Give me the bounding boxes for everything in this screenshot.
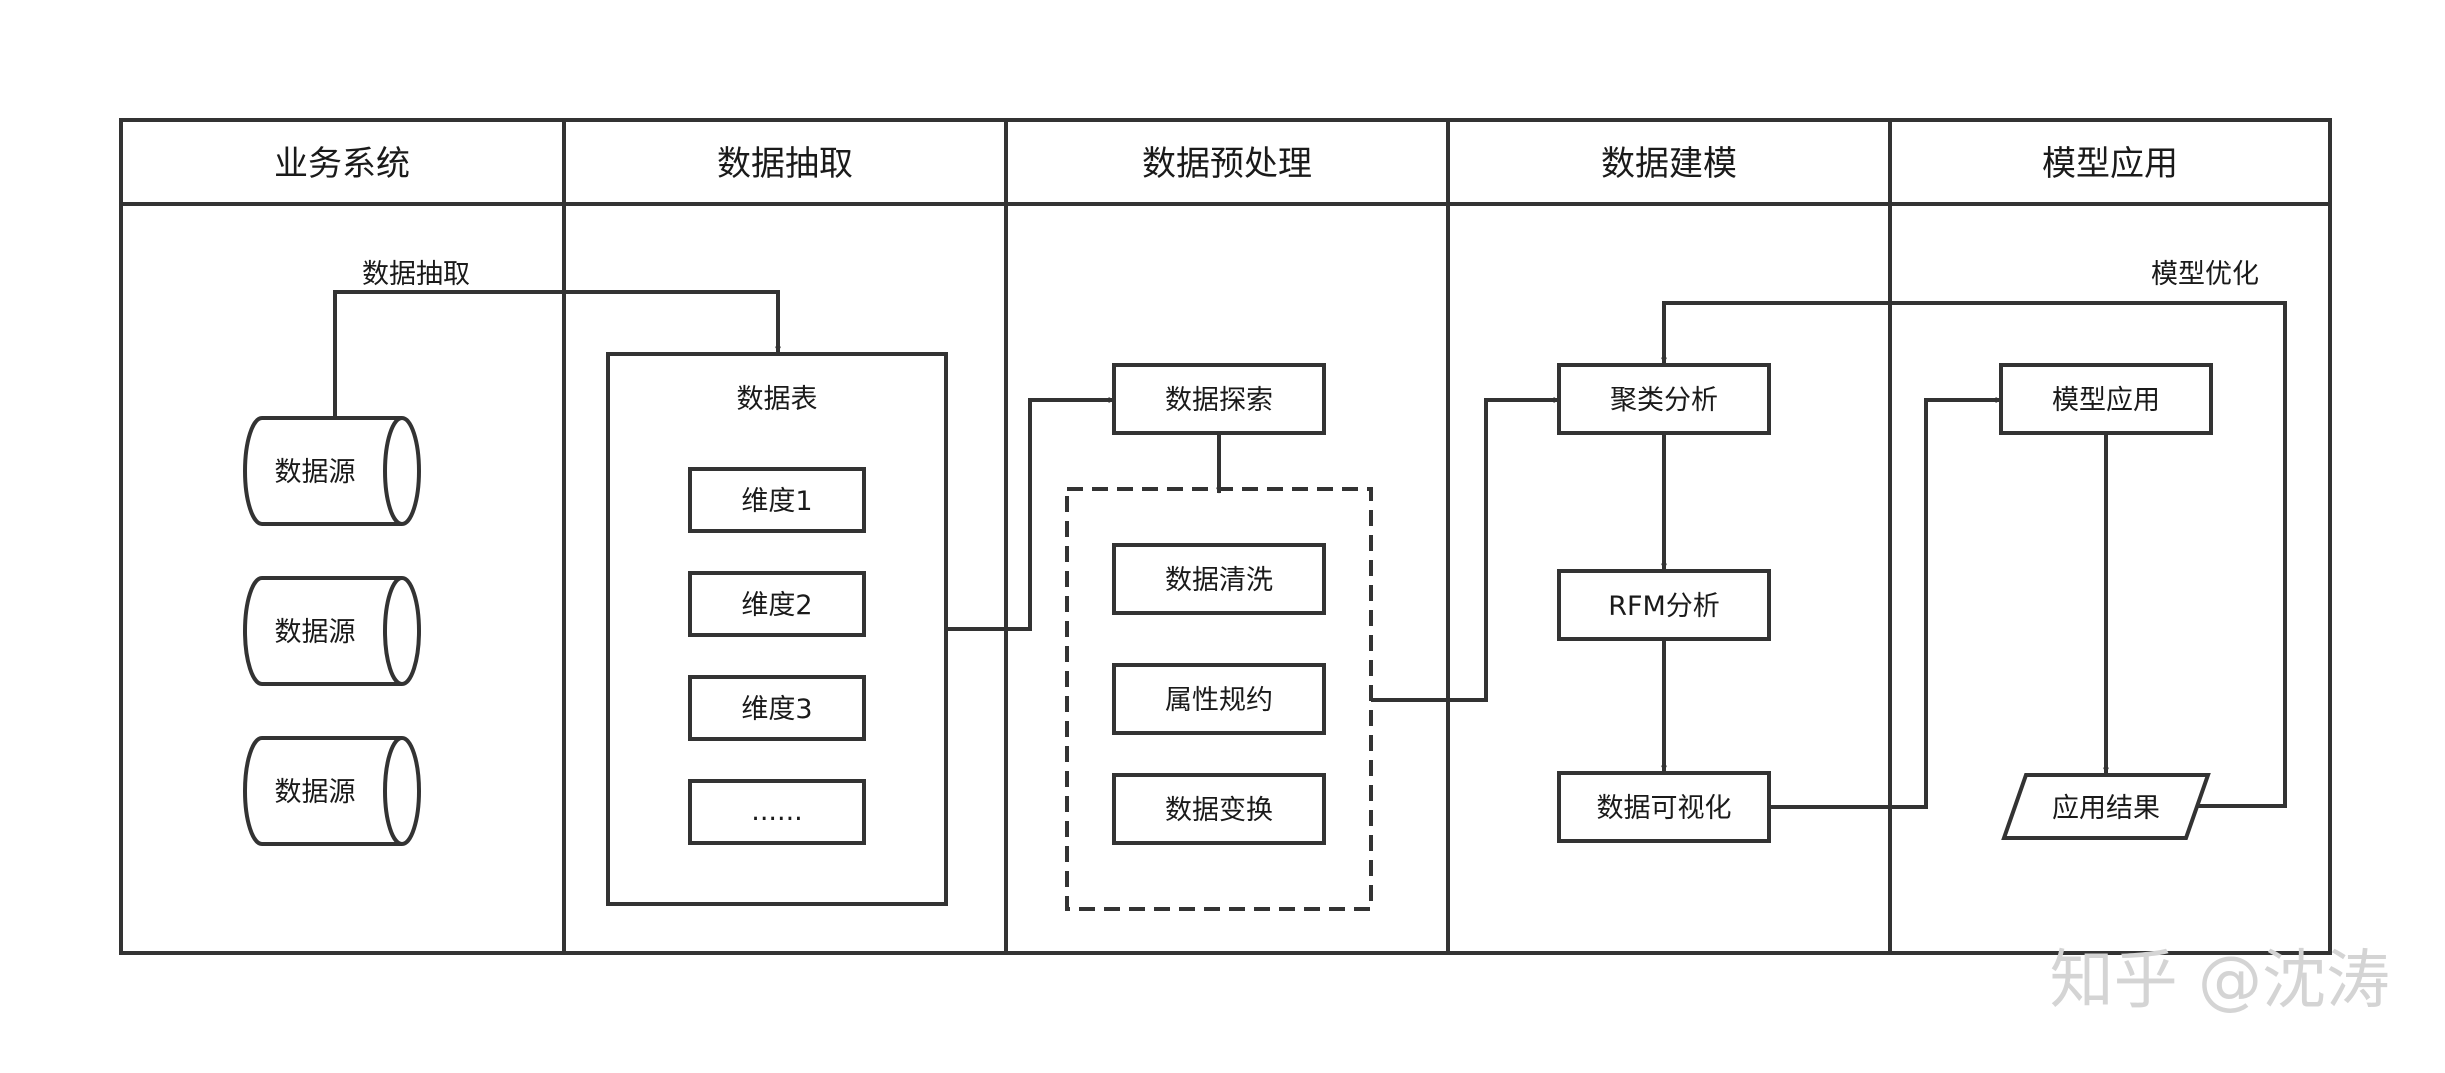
data-source-1: 数据源 xyxy=(243,416,421,526)
transform-node: 数据变换 xyxy=(1112,773,1326,845)
rfm-node-label: RFM分析 xyxy=(1608,591,1720,622)
data-source-2: 数据源 xyxy=(243,576,421,686)
lane-header-application: 模型应用 xyxy=(2042,144,2178,184)
data-source-3: 数据源 xyxy=(243,736,421,846)
lane-header-modeling: 数据建模 xyxy=(1601,144,1737,184)
data-source-1-label: 数据源 xyxy=(275,457,356,488)
cluster-node: 聚类分析 xyxy=(1557,363,1771,435)
data-source-3-label: 数据源 xyxy=(275,777,356,808)
dimension-2-label: 维度2 xyxy=(741,590,812,621)
app-result-node: 应用结果 xyxy=(2001,773,2211,840)
model-app-node: 模型应用 xyxy=(1999,363,2213,435)
lane-header-preprocess: 数据预处理 xyxy=(1142,144,1312,184)
edge-table-to-explore xyxy=(946,397,1115,631)
app-result-node-label: 应用结果 xyxy=(2052,793,2160,824)
edge-visualize-to-model-app xyxy=(1769,397,2002,809)
reduce-node: 属性规约 xyxy=(1112,663,1326,735)
rfm-node: RFM分析 xyxy=(1557,569,1771,641)
data-table-title: 数据表 xyxy=(737,384,818,415)
edge-extract xyxy=(333,290,781,418)
transform-node-label: 数据变换 xyxy=(1165,795,1273,826)
edge-label-extract: 数据抽取 xyxy=(362,259,470,290)
lane-header-extract: 数据抽取 xyxy=(717,144,853,184)
reduce-node-label: 属性规约 xyxy=(1165,685,1273,716)
data-source-2-label: 数据源 xyxy=(275,617,356,648)
dimension-3-label: 维度3 xyxy=(741,694,812,725)
lane-header-business: 业务系统 xyxy=(274,144,410,184)
explore-node: 数据探索 xyxy=(1112,363,1326,435)
clean-node: 数据清洗 xyxy=(1112,543,1326,615)
dimension-1: 维度1 xyxy=(688,467,866,533)
explore-node-label: 数据探索 xyxy=(1165,385,1273,416)
dimension-more: ...... xyxy=(688,779,866,845)
watermark: 知乎 @沈涛 xyxy=(2050,944,2390,1018)
edge-group-to-cluster xyxy=(1371,397,1560,702)
dimension-1-label: 维度1 xyxy=(741,486,812,517)
clean-node-label: 数据清洗 xyxy=(1165,565,1273,596)
dimension-3: 维度3 xyxy=(688,675,866,741)
dimension-2: 维度2 xyxy=(688,571,866,637)
model-app-node-label: 模型应用 xyxy=(2052,385,2160,416)
visualize-node: 数据可视化 xyxy=(1557,771,1771,843)
cluster-node-label: 聚类分析 xyxy=(1610,385,1718,416)
edge-optimize-feedback xyxy=(1661,301,2287,808)
edge-label-optimize: 模型优化 xyxy=(2151,259,2259,290)
visualize-node-label: 数据可视化 xyxy=(1597,793,1732,824)
dimension-more-label: ...... xyxy=(751,796,803,827)
